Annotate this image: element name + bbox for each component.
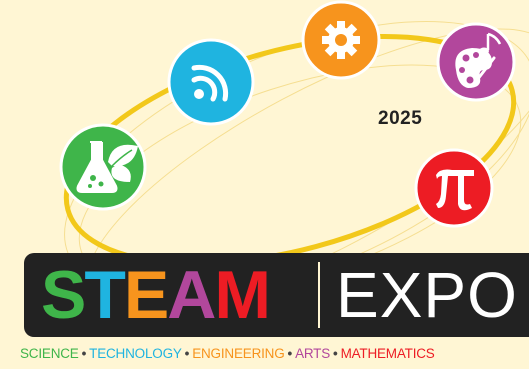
tagline-separator: • xyxy=(81,346,87,361)
title-letter-m: M xyxy=(214,257,271,333)
title-steam: STEAM xyxy=(41,251,271,339)
gear-icon xyxy=(301,0,381,80)
mathematics-icon-circle xyxy=(414,148,494,228)
tagline-separator: • xyxy=(333,346,338,361)
title-banner xyxy=(24,253,529,337)
title-letter-a: A xyxy=(167,257,216,333)
banner-divider xyxy=(318,262,320,328)
tagline-mathematics: MATHEMATICS xyxy=(340,346,435,361)
palette-music-icon xyxy=(436,22,516,102)
tagline-science: SCIENCE xyxy=(20,346,79,361)
tagline-technology: TECHNOLOGY xyxy=(89,346,182,361)
tagline-engineering: ENGINEERING xyxy=(192,346,285,361)
wifi-signal-icon xyxy=(167,38,255,126)
title-letter-t: T xyxy=(84,257,126,333)
title-letter-e: E xyxy=(123,257,169,333)
flask-leaf-icon xyxy=(59,123,147,211)
title-letter-s: S xyxy=(41,257,86,333)
title-expo: EXPO xyxy=(336,259,518,331)
event-year: 2025 xyxy=(378,108,423,129)
pi-icon xyxy=(414,148,494,228)
tagline: SCIENCE•TECHNOLOGY•ENGINEERING•ARTS•MATH… xyxy=(20,345,529,363)
tagline-arts: ARTS xyxy=(295,346,331,361)
tagline-separator: • xyxy=(287,346,293,361)
tagline-separator: • xyxy=(184,346,190,361)
orbit-ring xyxy=(63,34,517,266)
